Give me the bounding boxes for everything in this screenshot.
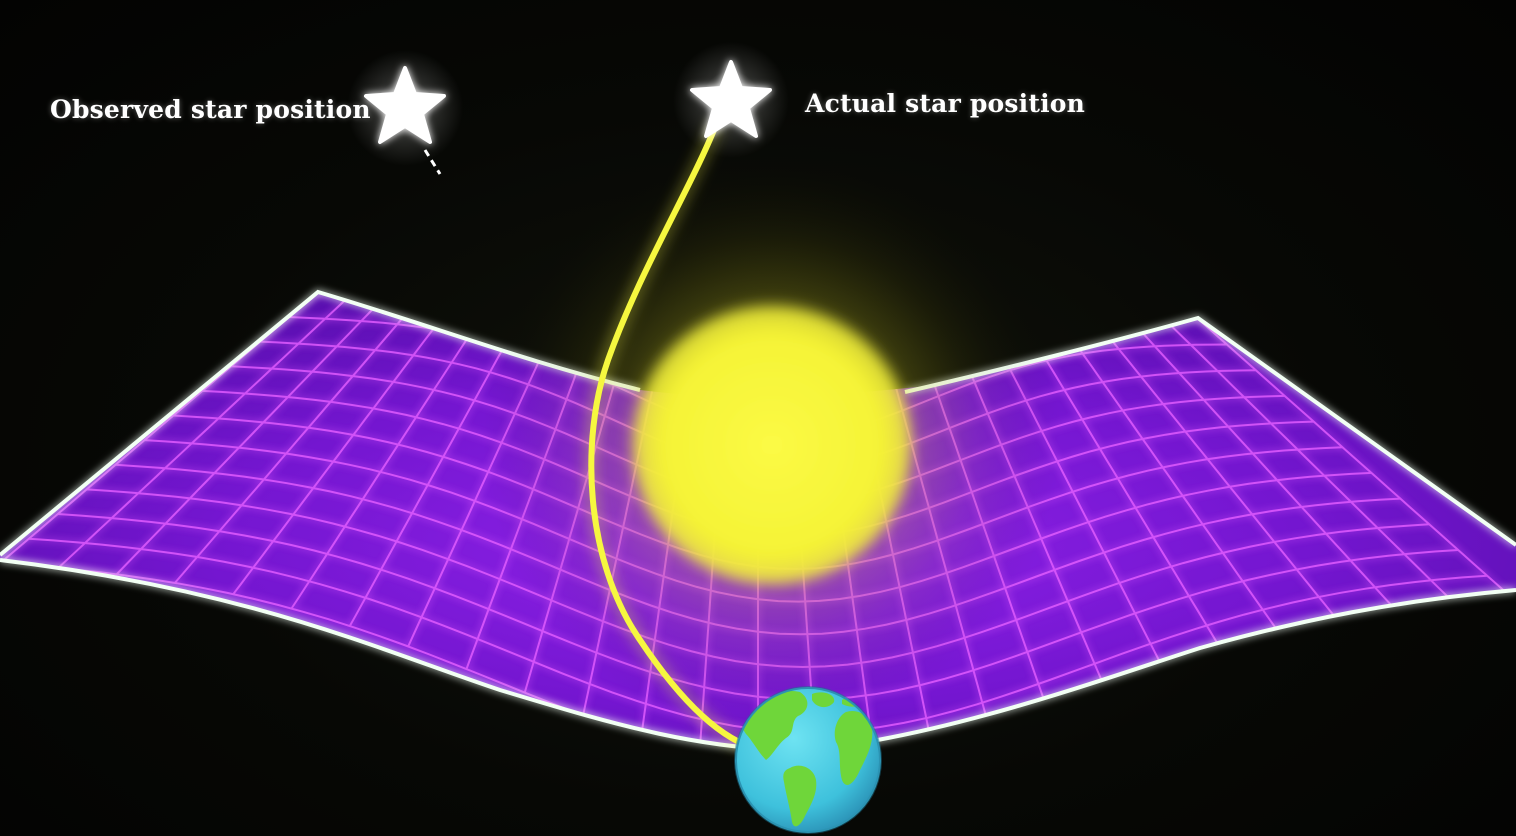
- grid-line: [1027, 330, 1226, 656]
- actual-star: [673, 42, 789, 158]
- actual-star-label: Actual star position: [805, 89, 1086, 118]
- grid-line: [115, 295, 387, 575]
- grid-line: [57, 293, 353, 569]
- star-icon: [364, 66, 446, 144]
- star-icon: [690, 60, 772, 138]
- sun-icon: [627, 300, 917, 590]
- observed-star-label: Observed star position: [50, 95, 371, 124]
- grid-line: [1129, 318, 1401, 615]
- earth-icon: [734, 686, 882, 834]
- grid-line: [1163, 318, 1459, 608]
- grid-line: [1095, 320, 1342, 626]
- grid-line: [174, 297, 421, 584]
- grid-line: [1197, 318, 1516, 603]
- grid-line: [232, 301, 455, 595]
- observed-star: [347, 50, 463, 175]
- light-path: [583, 122, 763, 758]
- grid-line: [1061, 324, 1284, 639]
- grid-line: [290, 307, 489, 610]
